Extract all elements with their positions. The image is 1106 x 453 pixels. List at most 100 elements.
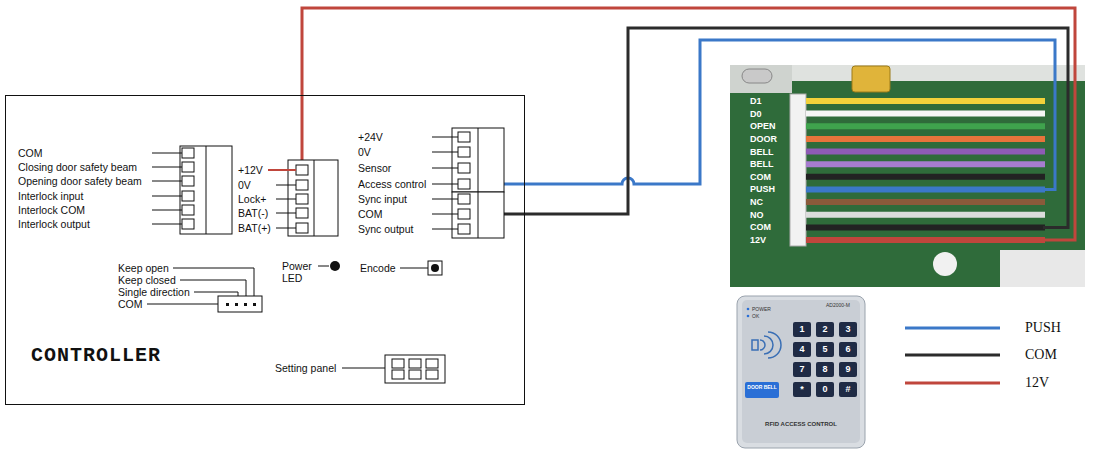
key <box>793 382 811 397</box>
rfid-card <box>752 340 758 350</box>
terminal <box>182 205 194 215</box>
pin-label: BELL <box>750 159 774 169</box>
pin <box>244 303 247 306</box>
led-symbol <box>330 261 340 271</box>
key-label: 0 <box>816 382 834 397</box>
crystal-symbol <box>742 69 772 83</box>
pcb-board: D1D0OPENDOORBELLBELLCOMPUSHNCNOCOM12V <box>730 65 1085 287</box>
pcb-board-art <box>730 65 1085 287</box>
legend-text: COM <box>1025 347 1057 363</box>
leader-line <box>276 185 296 186</box>
pcb-photo <box>730 65 1085 287</box>
key-label: 4 <box>793 342 811 357</box>
pin-label: Encode <box>360 262 396 274</box>
key <box>793 342 811 357</box>
terminal-block <box>432 128 504 238</box>
pin <box>235 303 238 306</box>
terminal <box>458 194 470 204</box>
leader-line <box>432 168 458 169</box>
key <box>839 322 857 337</box>
terminal-housing <box>288 160 338 236</box>
pin-label: 0V <box>238 179 251 191</box>
wire <box>806 199 1045 205</box>
pin-label: COM <box>358 208 383 220</box>
leader-line <box>432 152 458 153</box>
key <box>793 362 811 377</box>
legend-line <box>905 327 1000 330</box>
pin-label: Access control <box>358 178 426 190</box>
pin <box>426 359 438 368</box>
pin-label: Sync input <box>358 193 407 205</box>
pin-label: +12V <box>238 164 263 176</box>
leader-line <box>432 214 458 215</box>
wire <box>806 136 1045 142</box>
pin-label: NC <box>750 197 763 207</box>
key <box>816 322 834 337</box>
terminal <box>458 209 470 219</box>
pin-label: COM <box>750 172 771 182</box>
wire-stubs <box>302 65 1075 240</box>
wire-connector <box>790 94 806 246</box>
wire <box>806 224 1045 230</box>
key-label: 1 <box>793 322 811 337</box>
key-label: 8 <box>816 362 834 377</box>
keypad-face <box>742 300 860 443</box>
leader-line <box>268 169 296 171</box>
rfid-wave <box>764 336 773 354</box>
capacitor-symbol <box>852 66 890 92</box>
button-dot <box>431 264 439 272</box>
pin-label: COM <box>18 147 43 159</box>
pin-label: Power LED <box>282 260 320 284</box>
pin-label: COM <box>118 298 143 310</box>
button-label: DOOR BELL <box>746 384 778 390</box>
wire <box>806 237 1045 243</box>
leader-line <box>432 229 458 230</box>
key-label: 5 <box>816 342 834 357</box>
key-label: 6 <box>839 342 857 357</box>
key-label: * <box>793 382 811 397</box>
wire-connector <box>525 28 1068 214</box>
key-label: # <box>839 382 857 397</box>
setting-connector <box>385 355 445 383</box>
wire <box>806 123 1045 129</box>
terminal <box>296 194 308 204</box>
rfid-wave <box>760 340 765 350</box>
keypad-label: AD2000-M <box>826 302 850 308</box>
pin-label: COM <box>750 222 771 232</box>
controller-box: CONTROLLER <box>5 95 525 405</box>
key-label: 7 <box>793 362 811 377</box>
pin-label: BAT(+) <box>238 222 271 234</box>
mount-hole <box>933 252 957 276</box>
wire <box>806 174 1045 180</box>
pin <box>392 359 404 368</box>
terminal <box>296 208 308 218</box>
keys <box>793 322 857 397</box>
pin-label: BAT(-) <box>238 207 268 219</box>
terminal <box>182 162 194 172</box>
key <box>839 342 857 357</box>
push-wire <box>1043 65 1055 190</box>
terminal <box>458 132 470 142</box>
wire <box>806 111 1045 117</box>
wire-connector <box>302 8 1075 95</box>
leader-line <box>152 210 182 211</box>
pcb-corner <box>730 65 792 93</box>
pin <box>409 370 421 379</box>
leader-line <box>152 153 182 154</box>
legend-text: 12V <box>1025 375 1049 391</box>
legend-line <box>905 382 1000 385</box>
pin-label: Setting panel <box>275 362 336 374</box>
wire <box>806 212 1045 218</box>
leader-line <box>194 292 238 296</box>
key <box>793 322 811 337</box>
legend-text: PUSH <box>1025 320 1061 336</box>
wire <box>806 161 1045 167</box>
terminal <box>296 223 308 233</box>
doorbell-button <box>745 382 779 398</box>
leader-line <box>152 167 182 168</box>
pin-label: Sync output <box>358 223 413 235</box>
controller-title: CONTROLLER <box>31 344 161 368</box>
pin-label: Closing door safety beam <box>18 161 137 173</box>
wire <box>806 98 1045 104</box>
